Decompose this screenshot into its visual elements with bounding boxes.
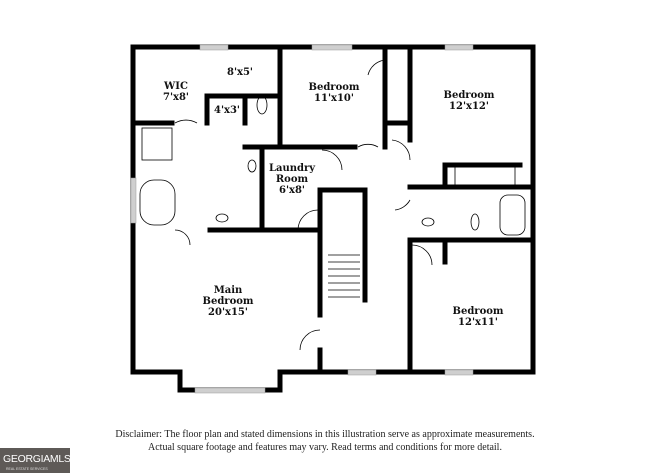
room-dimensions: 11'x10' bbox=[314, 93, 354, 104]
room-name: Bedroom bbox=[443, 90, 495, 101]
room-dimensions: 6'x8' bbox=[278, 185, 305, 196]
disclaimer-line-1: Disclaimer: The floor plan and stated di… bbox=[115, 429, 535, 440]
georgia-mls-logo: GEORGIAMLS REAL ESTATE SERVICES bbox=[0, 448, 71, 473]
room-dimensions: 4'x3' bbox=[213, 105, 241, 116]
room-dimensions: 12'x11' bbox=[458, 317, 498, 328]
room-name: Laundry Room bbox=[268, 163, 316, 185]
room-dimensions: 20'x15' bbox=[208, 307, 248, 318]
doors bbox=[174, 59, 433, 351]
outer-wall bbox=[130, 44, 536, 393]
room-label-4x3: 4'x3' bbox=[214, 105, 240, 116]
room-name: Main Bedroom bbox=[202, 285, 254, 307]
logo-text: GEORGIAMLS bbox=[3, 453, 71, 465]
room-name: WIC bbox=[164, 81, 188, 92]
walls bbox=[130, 44, 536, 393]
stairs bbox=[328, 254, 360, 298]
logo-subtext: REAL ESTATE SERVICES bbox=[6, 467, 48, 471]
room-label-8x5: 8'x5' bbox=[227, 67, 253, 78]
room-name: Bedroom bbox=[452, 306, 504, 317]
windows bbox=[130, 44, 474, 394]
room-name: Bedroom bbox=[308, 82, 360, 93]
room-dimensions: 7'x8' bbox=[162, 92, 190, 103]
disclaimer: Disclaimer: The floor plan and stated di… bbox=[0, 428, 650, 454]
room-dimensions: 8'x5' bbox=[226, 67, 254, 78]
disclaimer-line-2: Actual square footage and features may v… bbox=[148, 442, 502, 453]
room-dimensions: 12'x12' bbox=[449, 101, 489, 112]
fixtures bbox=[139, 95, 526, 236]
